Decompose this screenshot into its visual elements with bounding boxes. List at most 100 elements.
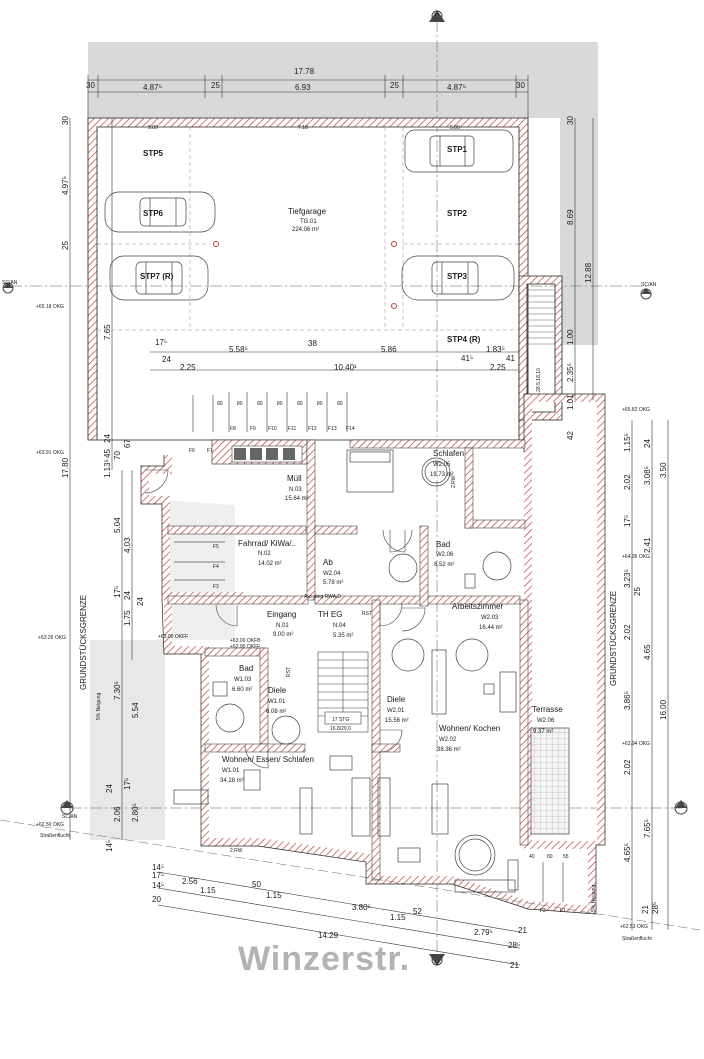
left-dim-8: 70 bbox=[113, 451, 122, 460]
mid-dim-9: 10.40¹ bbox=[334, 363, 357, 372]
section-marker-left-top: SC/AN bbox=[2, 280, 18, 294]
right-dim-7: 1.15⁵ bbox=[623, 433, 632, 452]
left-dim-20: 2.06 bbox=[113, 806, 122, 822]
mid-dimension-chain bbox=[150, 351, 519, 371]
room-bad-w206-name: Bad bbox=[436, 540, 450, 549]
left-dim-10: 5.04 bbox=[113, 517, 122, 533]
bottom-dim-3: 20 bbox=[152, 895, 161, 904]
room-arbeitszimmer-area: 16.44 m² bbox=[479, 625, 503, 631]
stair-steps: 17 STG bbox=[332, 717, 349, 723]
mid-dim-1: 24 bbox=[162, 355, 171, 364]
mid-dim-10: 2.25 bbox=[490, 363, 506, 372]
right-dim-6: 42 bbox=[566, 431, 575, 440]
interior-walls bbox=[167, 439, 529, 881]
grundstuecksgrenze-left: GRUNDSTÜCKSGRENZE bbox=[79, 595, 88, 690]
left-dim-19: 17⁵ bbox=[123, 778, 132, 790]
dim-total-width: 17.78 bbox=[294, 67, 315, 76]
mid-dim-7: 41 bbox=[506, 354, 515, 363]
bottom-dim-14: 14.29 bbox=[318, 931, 339, 940]
room-terrace-name: Terrasse bbox=[532, 705, 563, 714]
room-bad-w206-area: 8.52 m² bbox=[434, 562, 454, 568]
room-bad-w103-area: 6.60 m² bbox=[232, 687, 252, 693]
room-diele-w201-area: 15.56 m² bbox=[385, 718, 409, 724]
bottom-dim-10: 1.15 bbox=[390, 913, 406, 922]
level-9: +62.50 OKG bbox=[36, 822, 64, 828]
svg-text:SC/AN: SC/AN bbox=[2, 280, 18, 286]
bike-label-f12: F12 bbox=[308, 426, 317, 432]
left-dim-16: 7.30⁵ bbox=[113, 681, 122, 700]
dim-top-6: 4.87⁵ bbox=[447, 83, 466, 92]
level-4: +63.00 OKFF bbox=[158, 634, 188, 640]
left-dimension-lines bbox=[69, 118, 133, 840]
garage-name: Tiefgarage bbox=[288, 207, 327, 216]
room-th-eg-area: 5.35 m² bbox=[333, 633, 353, 639]
terrace-dim-1: 80 bbox=[547, 854, 553, 860]
left-dim-18: 24 bbox=[105, 784, 114, 793]
parking-label-stp2: STP2 bbox=[447, 209, 468, 218]
section-marker-right-top: SC/AN bbox=[640, 282, 657, 300]
room-fahrrad-area: 14.02 m² bbox=[258, 561, 282, 567]
left-dim-13: 1.75 bbox=[123, 610, 132, 626]
bottom-dim-7: 1.15 bbox=[266, 891, 282, 900]
stair-shaft-wall bbox=[518, 275, 563, 421]
car-stp6 bbox=[104, 191, 216, 233]
right-dim-13: 2.41 bbox=[643, 537, 652, 553]
left-dim-1: 4.97⁵ bbox=[61, 176, 70, 195]
bottom-dim-11: 2.79⁵ bbox=[474, 928, 493, 937]
left-dim-6: 45 bbox=[103, 449, 112, 458]
room-schlafen-code: W2.05 bbox=[433, 462, 451, 468]
parking-label-stp6: STP6 bbox=[143, 209, 164, 218]
terrace-bikes bbox=[542, 862, 564, 902]
bike-room-f5: F5 bbox=[213, 544, 219, 550]
room-fahrrad-name: Fahrrad/ KiWa/.. bbox=[238, 539, 296, 548]
mid-dim-4: 5.86 bbox=[381, 345, 397, 354]
left-dim-15: 24 bbox=[136, 597, 145, 606]
right-dim-0: 30 bbox=[566, 116, 575, 125]
terrace-bike-f1: F1 bbox=[560, 908, 566, 914]
mid-dim-6: 41⁵ bbox=[461, 354, 473, 363]
bottom-dim-15: 21 bbox=[510, 961, 519, 970]
rst-label-2: RST bbox=[286, 667, 292, 677]
bike-width-3: 80 bbox=[277, 401, 283, 407]
rst-label-1: RST bbox=[362, 611, 372, 617]
left-dim-0: 30 bbox=[61, 116, 70, 125]
bottom-dim-13: 28⁵ bbox=[508, 941, 520, 950]
room-bad-w103-name: Bad bbox=[239, 664, 253, 673]
top-dimension-chain bbox=[87, 75, 529, 120]
dim-top-1: 30 bbox=[86, 81, 95, 90]
room-ab-area: 5.78 m² bbox=[323, 580, 343, 586]
level-1: +63.91 OKG bbox=[36, 450, 64, 456]
room-bad-w103-code: W1.03 bbox=[234, 677, 252, 683]
dim-top-4: 6.93 bbox=[295, 83, 311, 92]
stair-shaft-steps bbox=[527, 289, 555, 345]
bike-room-racks bbox=[174, 541, 225, 581]
slope-left: 5% Neigung bbox=[96, 693, 102, 720]
left-dim-21: 2.80⁵ bbox=[131, 803, 140, 822]
bottom-dim-8: 3.80⁵ bbox=[352, 903, 371, 912]
bike-width-6: 80 bbox=[337, 401, 343, 407]
left-dim-22: 14⁵ bbox=[105, 840, 114, 852]
left-dim-12: 24 bbox=[123, 591, 132, 600]
room-th-eg-name: TH EG bbox=[318, 610, 342, 619]
room-wohnen-essen-name: Wohnen/ Essen/ Schlafen bbox=[222, 755, 314, 764]
bike-rack bbox=[192, 392, 348, 432]
bike-width-1: 80 bbox=[237, 401, 243, 407]
parking-label-stp1: STP1 bbox=[447, 145, 468, 154]
right-dim-5: 1.01 bbox=[566, 394, 575, 410]
stair-exit-dim: 1.28,5,18,10 bbox=[536, 368, 542, 396]
garage-dim-a: 5.00 bbox=[148, 125, 158, 131]
right-dim-8: 24 bbox=[643, 439, 652, 448]
room-arbeitszimmer-code: W2.03 bbox=[481, 615, 499, 621]
dim-top-7: 30 bbox=[516, 81, 525, 90]
room-eingang-name: Eingang bbox=[267, 610, 296, 619]
section-marker-right bbox=[674, 800, 688, 815]
room-arbeitszimmer-name: Arbeitszimmer bbox=[452, 602, 503, 611]
ground-floor-outer-wall bbox=[141, 394, 605, 915]
garage-code: TG.01 bbox=[300, 219, 317, 225]
bike-label-f14: F14 bbox=[346, 426, 355, 432]
terrace-dim-2: 55 bbox=[563, 854, 569, 860]
right-dim-21: 7.65⁵ bbox=[643, 819, 652, 838]
column-marker bbox=[213, 241, 219, 247]
bike-width-0: 80 bbox=[217, 401, 223, 407]
room-diele-w101-code: W1.01 bbox=[268, 699, 286, 705]
